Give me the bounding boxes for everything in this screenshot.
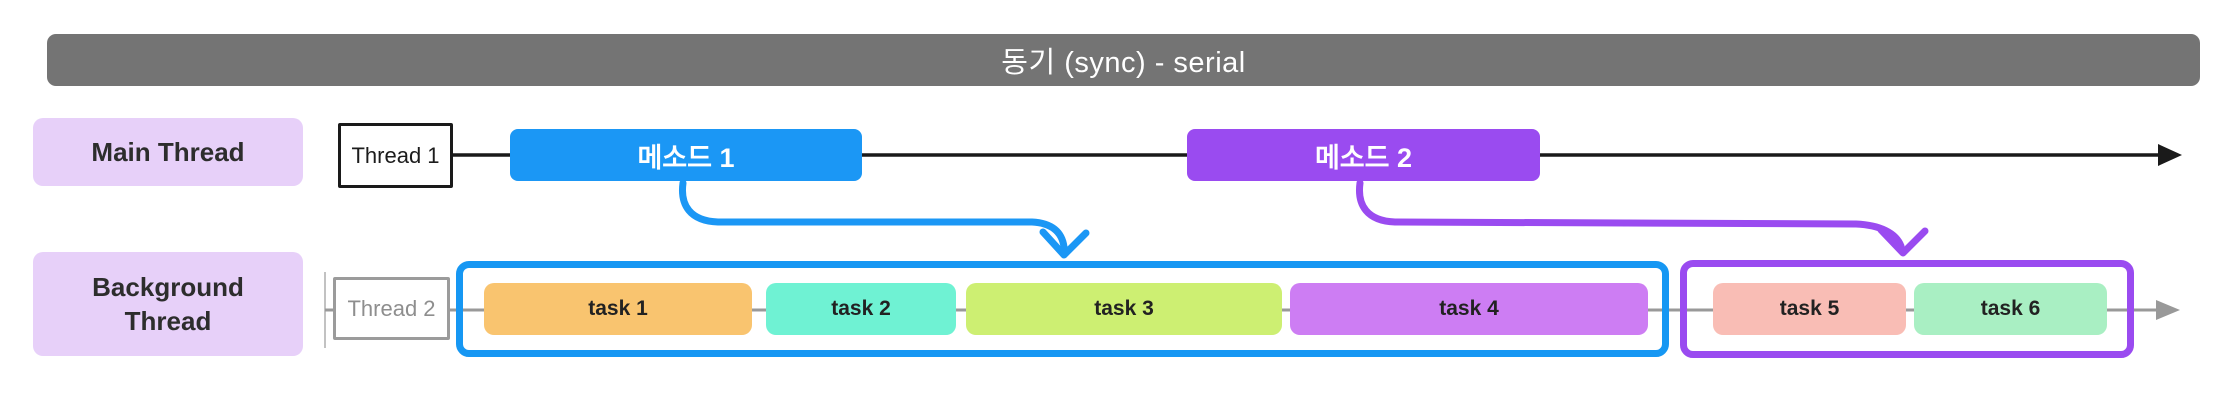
task-box: task 6 — [1914, 283, 2107, 335]
task-box: task 2 — [766, 283, 956, 335]
task-box: task 3 — [966, 283, 1282, 335]
background-thread-row-label: Background Thread — [33, 252, 303, 356]
method2-box: 메소드 2 — [1187, 129, 1540, 181]
thread2-box: Thread 2 — [333, 277, 450, 340]
diagram-title: 동기 (sync) - serial — [1001, 47, 1246, 79]
method1-box: 메소드 1 — [510, 129, 862, 181]
main-thread-row-label: Main Thread — [33, 118, 303, 186]
title-bar: 동기 (sync) - serial — [47, 34, 2200, 86]
thread1-box: Thread 1 — [338, 123, 453, 188]
method1-callout-arrow — [678, 179, 1090, 259]
task-box: task 5 — [1713, 283, 1906, 335]
method2-callout-arrow — [1355, 179, 1929, 257]
task-box: task 4 — [1290, 283, 1648, 335]
task-box: task 1 — [484, 283, 752, 335]
